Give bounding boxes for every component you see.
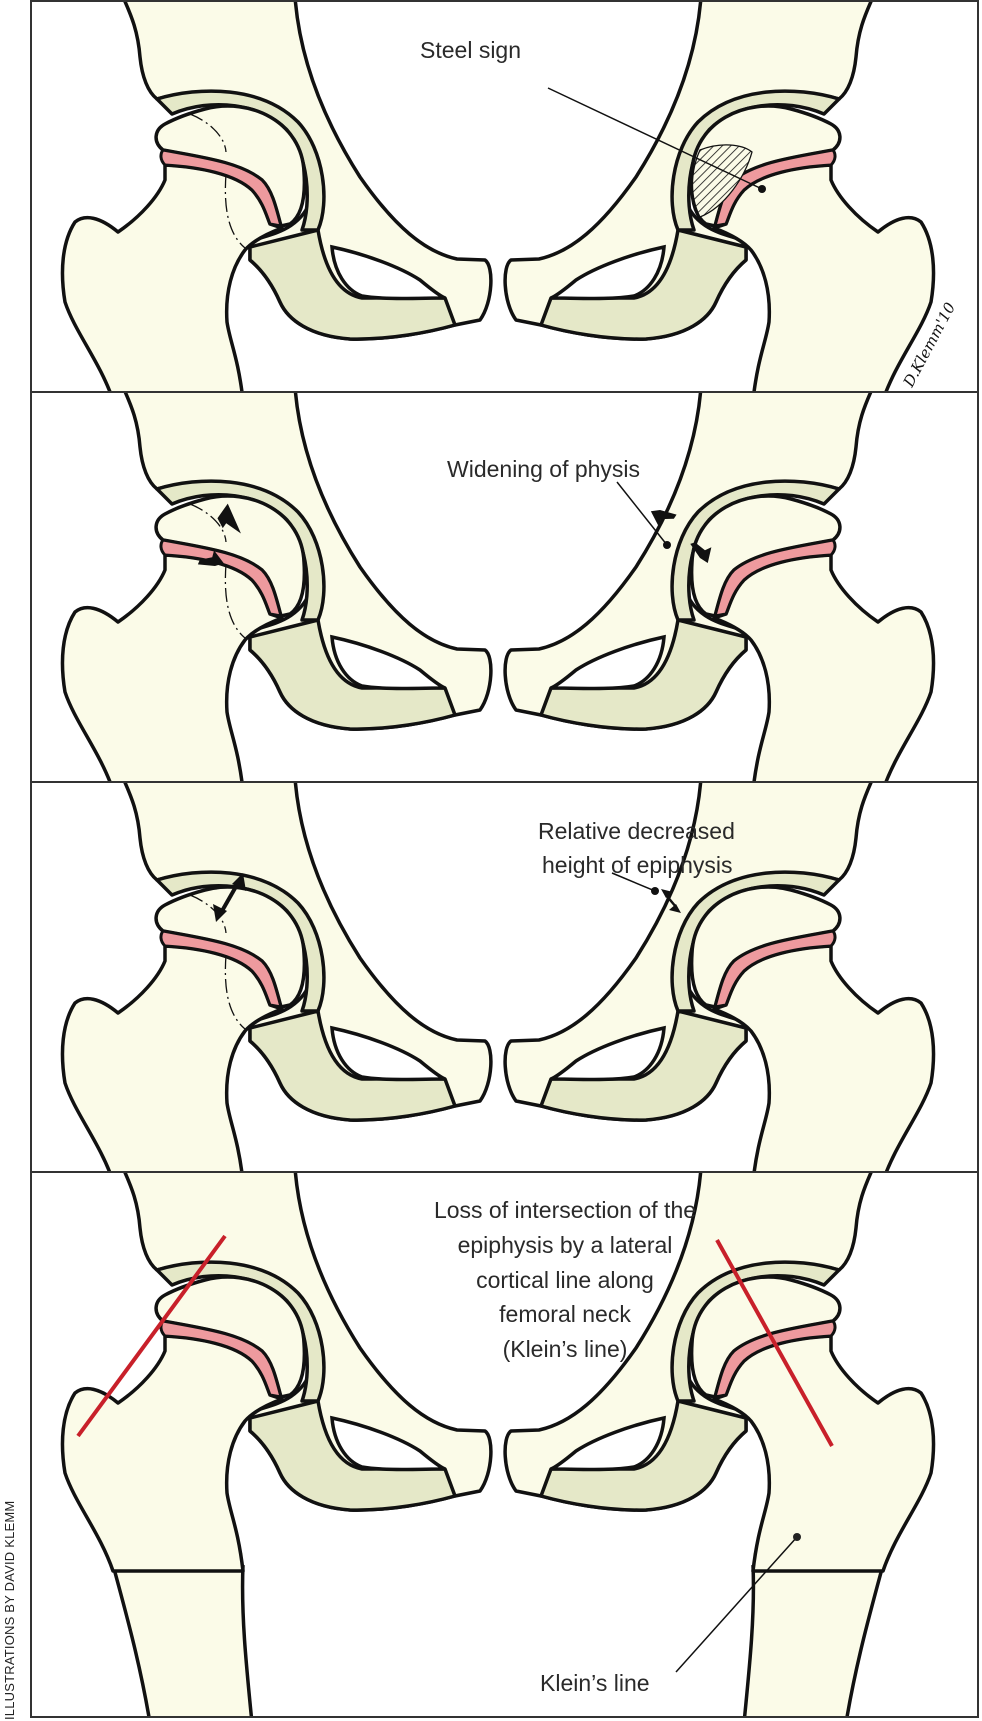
left-hip-normal	[60, 783, 493, 1172]
panel-steel-sign: Steel sign D.Klemm'10	[60, 2, 959, 391]
panel-decreased-epiphysis-height: Relative decreased height of epiphysis	[60, 783, 936, 1172]
label-line-4: femoral neck	[499, 1301, 631, 1327]
left-hip-normal	[60, 392, 493, 782]
right-femur-shaft	[742, 1551, 890, 1716]
right-kleins-line	[715, 1239, 834, 1447]
leader-dot	[651, 887, 659, 895]
label-widening-of-physis: Widening of physis	[447, 456, 640, 482]
label-line-3: cortical line along	[476, 1267, 654, 1293]
left-kleins-line	[76, 1234, 227, 1438]
label-line-1: Relative decreased	[538, 818, 735, 844]
label-steel-sign: Steel sign	[420, 37, 521, 63]
figure-frame	[30, 0, 979, 1718]
leader-dot	[793, 1533, 801, 1541]
panel-kleins-line: Loss of intersection of the epiphysis by…	[60, 1173, 936, 1716]
leader-dot	[663, 541, 671, 549]
arrow-icon	[197, 550, 224, 566]
arrow-icon	[214, 503, 241, 534]
steel-sign-leader-line	[547, 87, 763, 190]
label-kleins-line-callout: Klein’s line	[540, 1670, 650, 1696]
leader-line	[611, 872, 656, 892]
label-line-2: epiphysis by a lateral	[458, 1232, 673, 1258]
right-hip-slipped	[503, 392, 936, 782]
double-arrow-icon	[213, 873, 246, 922]
arrow-icon	[690, 542, 712, 563]
leader-dot	[758, 185, 766, 193]
label-line-2: height of epiphysis	[542, 852, 733, 878]
label-line-1: Loss of intersection of the	[434, 1197, 696, 1223]
leader-line	[616, 481, 668, 546]
label-line-5: (Klein’s line)	[503, 1336, 628, 1362]
right-hip-slipped	[503, 1173, 936, 1573]
left-femur-shaft	[106, 1551, 254, 1716]
double-arrow-icon	[661, 889, 681, 913]
arrow-icon	[650, 510, 677, 526]
panel-widening-of-physis: Widening of physis	[60, 392, 936, 782]
leader-line	[675, 1536, 798, 1673]
